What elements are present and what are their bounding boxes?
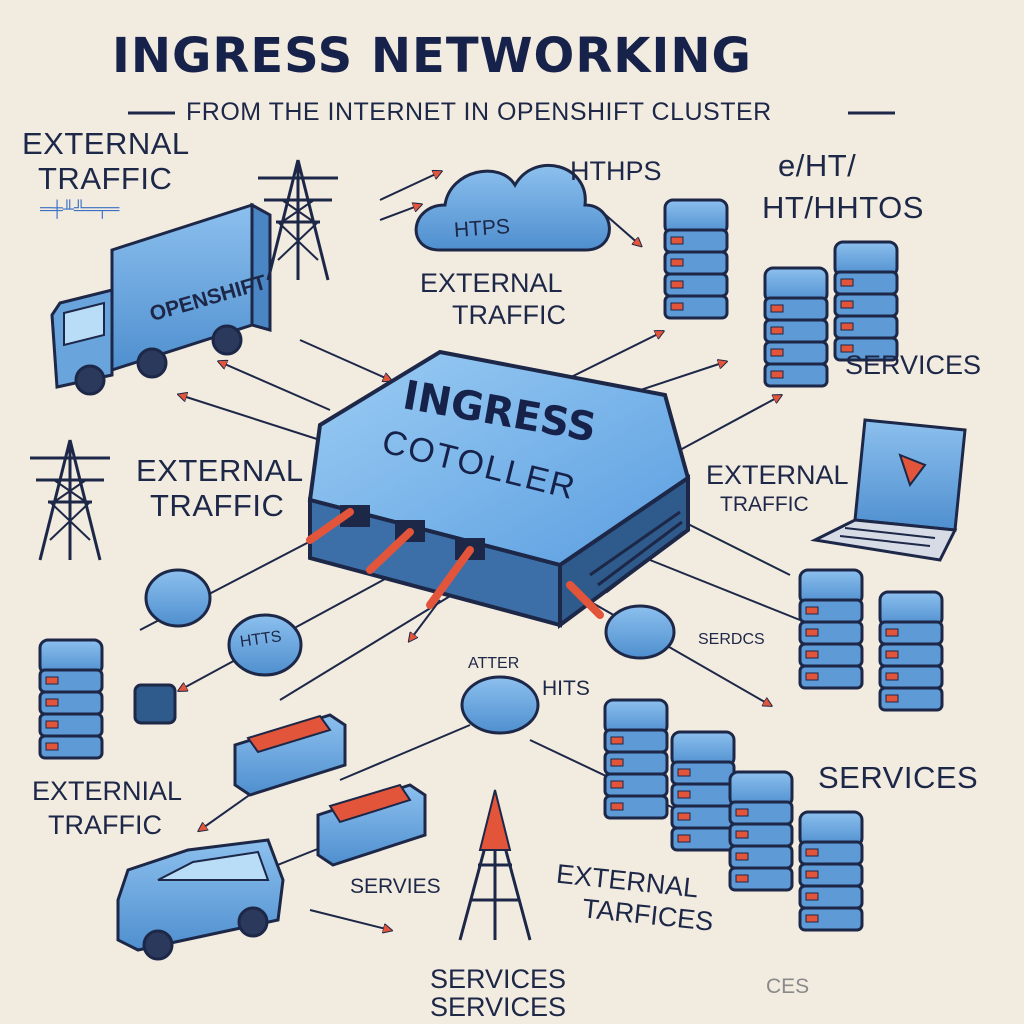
label-external-traffic-cloud-1: EXTERNAL bbox=[420, 268, 563, 298]
server-stack-icon bbox=[763, 266, 829, 388]
server-stack-icon bbox=[878, 590, 944, 712]
page-title: INGRESS NETWORKING bbox=[112, 28, 752, 84]
label-external-traffic-mid-left-2: TRAFFIC bbox=[150, 488, 285, 523]
ingress-controller-device bbox=[307, 349, 691, 629]
label-external-traffic-top-left-1: EXTERNAL bbox=[22, 126, 190, 161]
label-ces: CES bbox=[766, 975, 810, 998]
label-external-traffic-cloud-2: TRAFFIC bbox=[452, 300, 566, 330]
laptop-icon bbox=[810, 418, 967, 562]
label-external-traffic-top-left-2: TRAFFIC bbox=[38, 161, 173, 196]
server-stack-icon bbox=[663, 198, 729, 320]
label-external-traffic-bottom-left-1: EXTERNIAL bbox=[32, 776, 183, 806]
cloud-label: HTPS bbox=[453, 215, 511, 242]
server-stack-icon bbox=[603, 698, 669, 820]
label-external-traffic-mid-right-2: TRAFFIC bbox=[720, 493, 809, 516]
label-serdcs: SERDCS bbox=[698, 631, 765, 648]
truck-icon bbox=[50, 202, 272, 396]
antenna-tower-icon bbox=[458, 789, 532, 941]
server-stack-icon bbox=[728, 770, 794, 892]
page-subtitle: FROM THE INTERNET IN OPENSHIFT CLUSTER bbox=[186, 98, 772, 126]
car-icon bbox=[116, 838, 285, 961]
server-stack-icon bbox=[798, 568, 864, 690]
label-services-bottom-1: SERVICES bbox=[430, 964, 567, 994]
label-external-traffic-mid-left-1: EXTERNAL bbox=[136, 453, 304, 488]
label-external-traffic-bottom-left-2: TRAFFIC bbox=[48, 810, 162, 840]
label-top-right-2: HT/HHTOS bbox=[762, 190, 924, 225]
router-box-icon bbox=[233, 713, 347, 797]
label-top-right-1: e/HT/ bbox=[778, 148, 857, 183]
transmission-tower-icon bbox=[28, 438, 112, 562]
port-cables bbox=[306, 508, 604, 619]
label-servies: SERVIES bbox=[350, 875, 441, 898]
server-stack-icon bbox=[833, 240, 899, 362]
cloud-icon bbox=[414, 163, 611, 252]
network-node-icons bbox=[133, 568, 676, 735]
label-services-right: SERVICES bbox=[845, 350, 982, 380]
server-stack-icon bbox=[38, 638, 104, 760]
label-atter: ATTER bbox=[468, 655, 520, 672]
label-services-bottom-2: SERVICES bbox=[430, 992, 567, 1022]
router-box-icon bbox=[316, 783, 427, 867]
server-stack-icon bbox=[670, 730, 736, 852]
label-services-bottom-right: SERVICES bbox=[818, 760, 979, 795]
label-hits: HITS bbox=[542, 677, 590, 700]
label-scribble: ═╪╨╩═╤═ bbox=[40, 201, 120, 218]
label-https-top: HTHPS bbox=[570, 156, 662, 186]
server-stack-icon bbox=[798, 810, 864, 932]
label-external-traffic-mid-right-1: EXTERNAL bbox=[706, 460, 849, 490]
